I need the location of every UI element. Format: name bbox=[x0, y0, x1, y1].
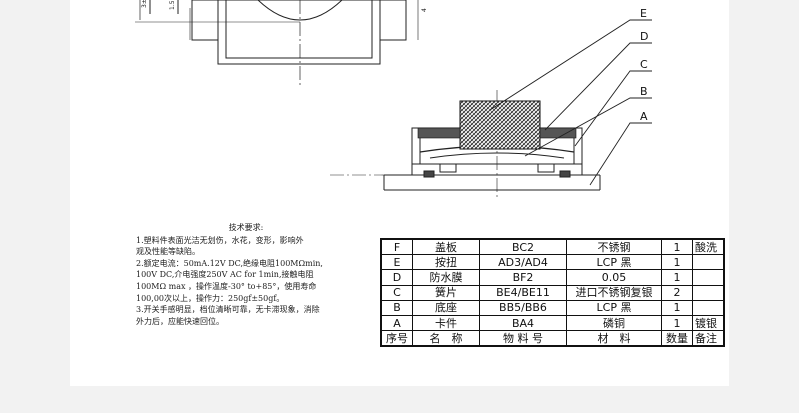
svg-text:3±: 3± bbox=[141, 0, 148, 8]
technical-requirements: 技术要求: 1.塑料件表面光洁无划伤，水花，变形，影响外 观及性能等缺陷。 2.… bbox=[136, 222, 356, 327]
cover-plate-left bbox=[417, 127, 461, 139]
requirement-line: 2.额定电流：50mA.12V DC,绝缘电阻100MΩmin, bbox=[136, 258, 323, 268]
button-cap bbox=[459, 100, 541, 150]
section-view bbox=[330, 90, 601, 200]
requirement-line: 3.开关手感明显，档位清晰可靠，无卡滞现象，消除 bbox=[136, 305, 320, 315]
svg-text:4: 4 bbox=[421, 8, 428, 12]
requirement-line: 100MΩ max ，操作温度-30° to+85°，使用寿命 bbox=[136, 281, 317, 291]
requirement-line: 100V DC,介电强度250V AC for 1min,接触电阻 bbox=[136, 270, 314, 280]
requirement-line: 100,00次以上，操作力：250gf±50gf。 bbox=[136, 293, 285, 303]
callout-e: E bbox=[640, 7, 647, 20]
requirement-line: 1.塑料件表面光洁无划伤，水花，变形，影响外 bbox=[136, 235, 304, 245]
callout-c: C bbox=[640, 58, 648, 71]
dimension-labels: 3± 1.5 4 bbox=[141, 0, 428, 12]
requirements-title: 技术要求: bbox=[228, 223, 264, 232]
callout-d: D bbox=[640, 30, 648, 43]
callout-b: B bbox=[640, 85, 648, 98]
requirement-line: 外力后，应能快速回位。 bbox=[136, 316, 224, 326]
svg-text:1.5: 1.5 bbox=[169, 0, 176, 10]
table-header-row: 序号名 称物 料 号材 料数量备注 bbox=[380, 330, 725, 347]
top-view bbox=[135, 0, 419, 85]
callout-a: A bbox=[640, 110, 648, 123]
callout-labels: E D C B A bbox=[640, 7, 648, 123]
requirement-line: 观及性能等缺陷。 bbox=[136, 247, 200, 257]
